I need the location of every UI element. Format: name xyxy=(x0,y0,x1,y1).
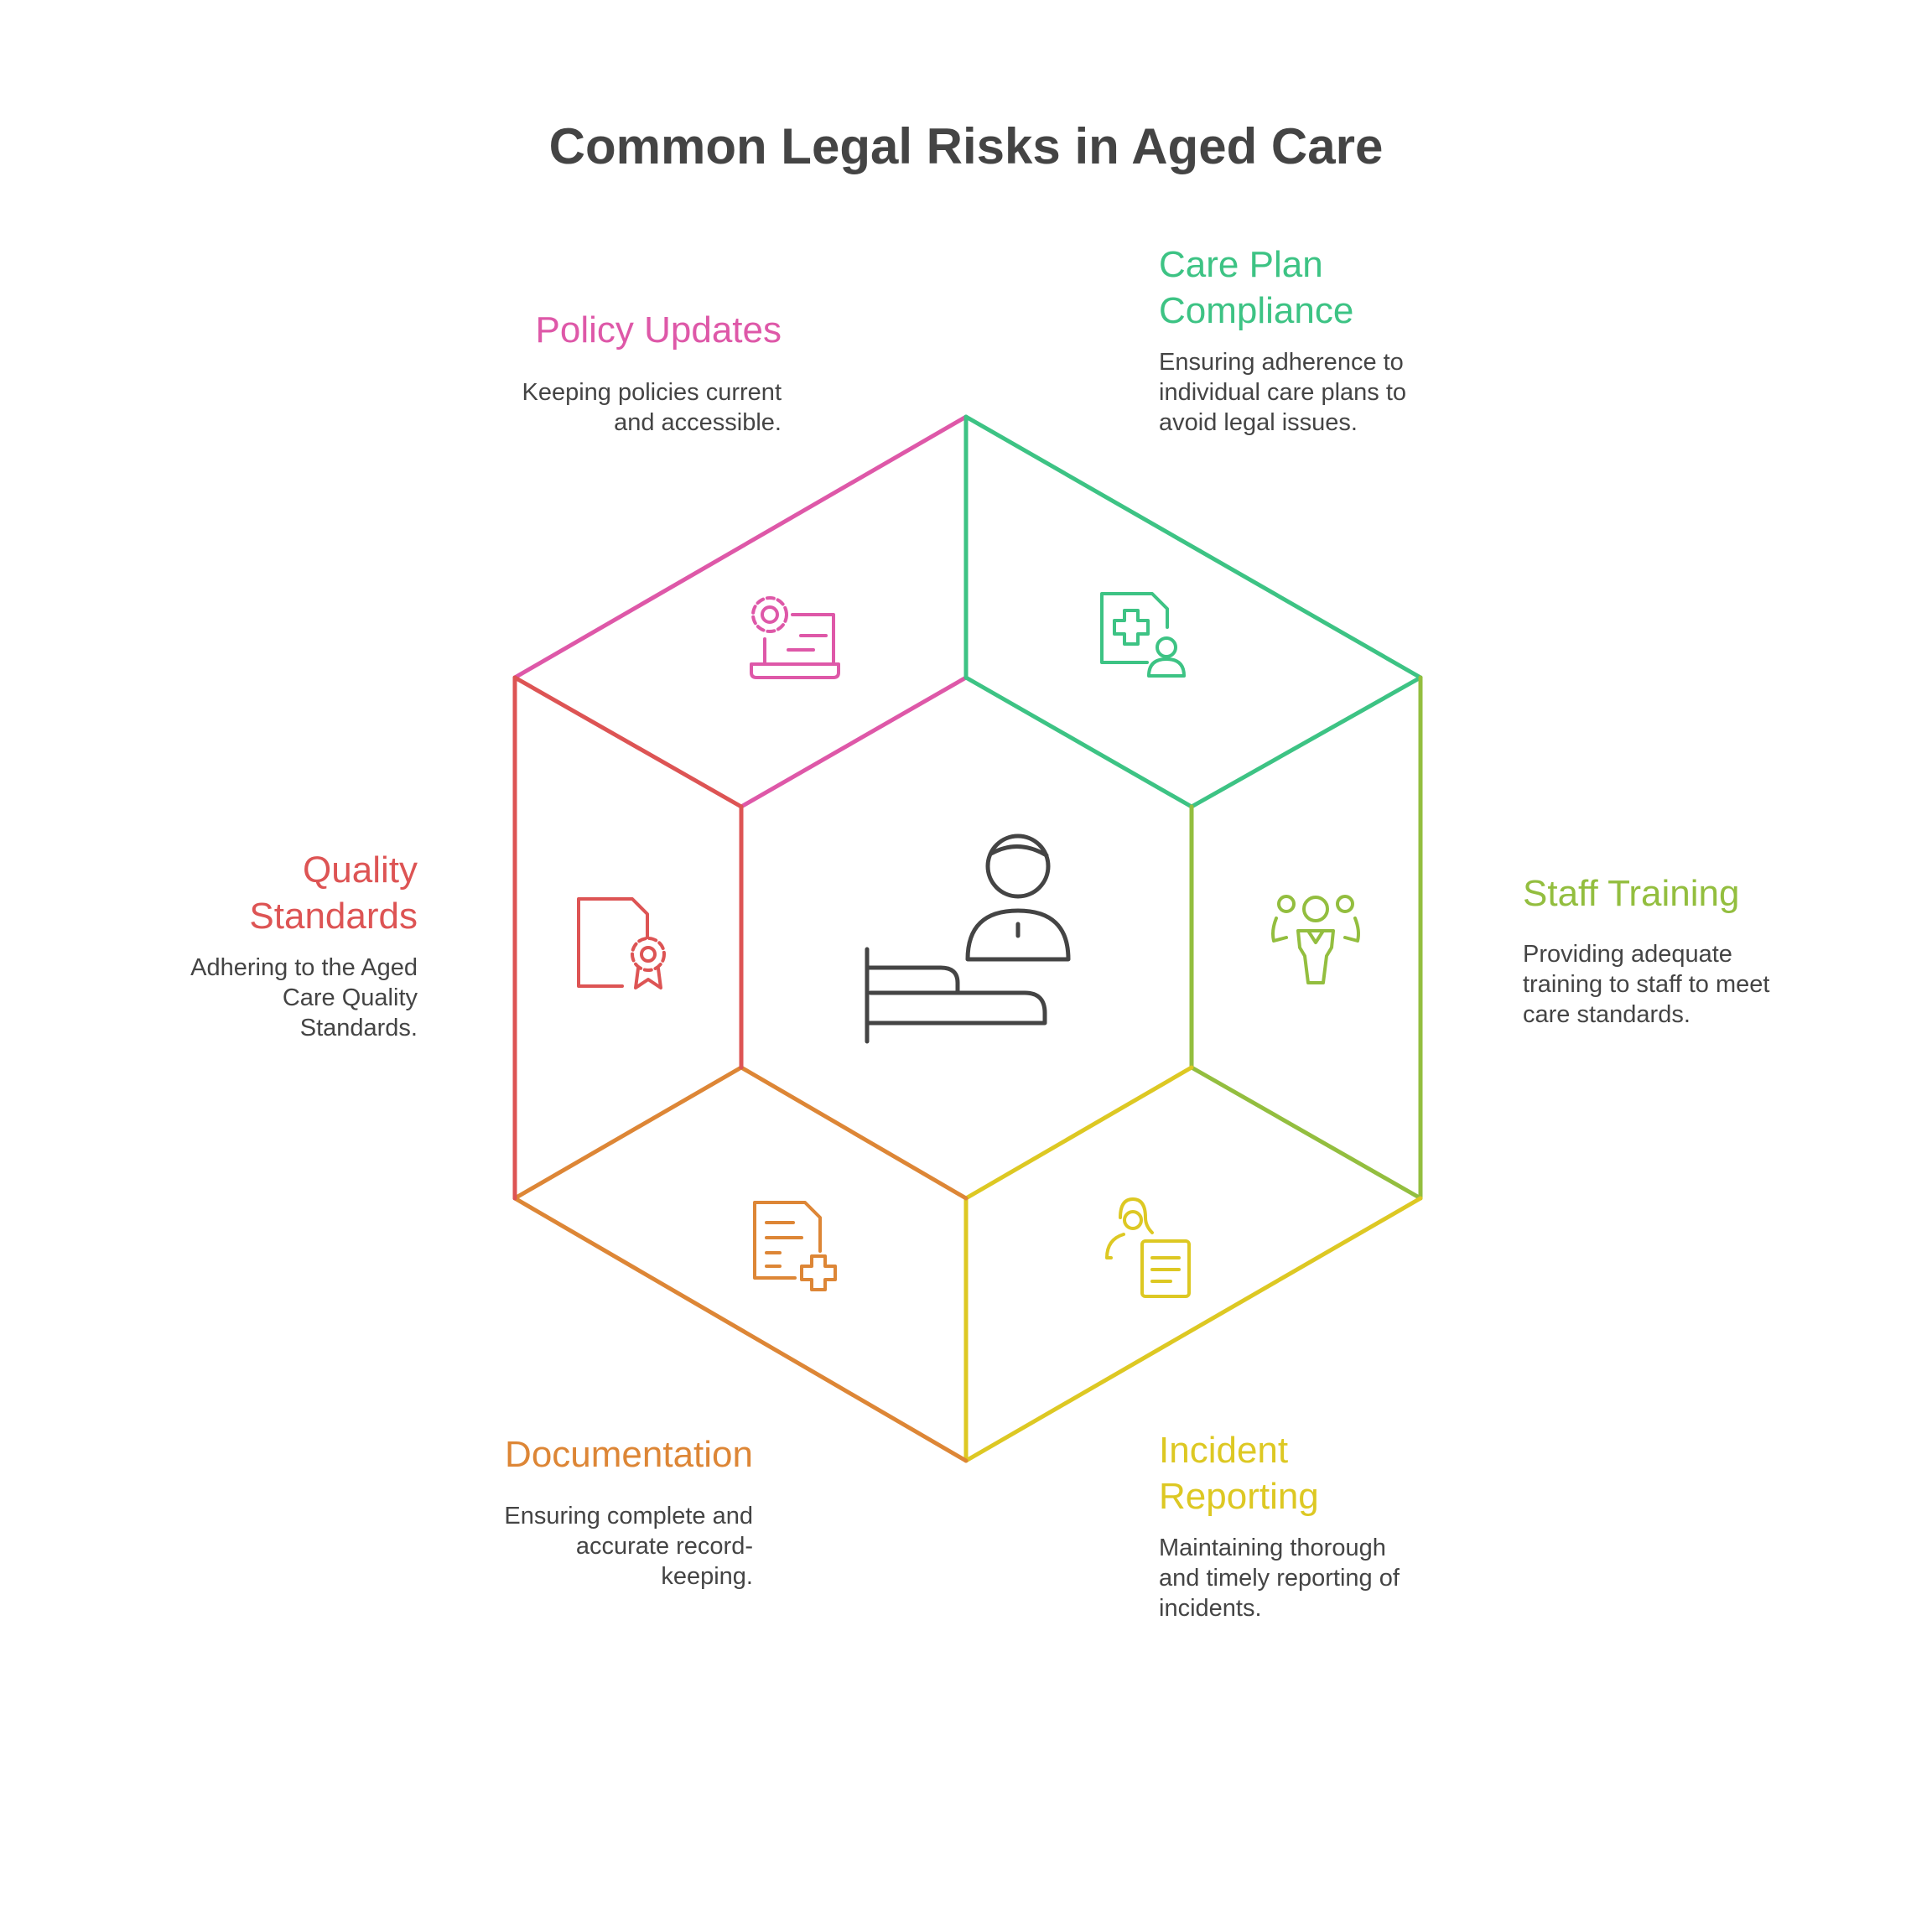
document-plus-icon xyxy=(753,1201,837,1291)
certificate-file-icon xyxy=(577,897,666,989)
policy-updates-description: Keeping policies current and accessible. xyxy=(522,379,782,436)
staff-segment-lines xyxy=(1189,675,1423,1201)
staff-group-icon xyxy=(1271,895,1360,984)
laptop-gear-icon xyxy=(750,596,840,679)
patient-bed-icon xyxy=(865,834,1071,1044)
medical-file-user-icon xyxy=(1100,592,1186,678)
staff-training-description: Providing adequate training to staff to … xyxy=(1523,941,1770,1028)
care-plan-compliance-description: Ensuring adherence to individual care pl… xyxy=(1159,349,1407,436)
quality-segment-lines xyxy=(512,675,744,1201)
care-plan-compliance-heading: Care Plan Compliance xyxy=(1159,244,1354,331)
care-segment-lines xyxy=(963,414,1423,809)
documentation-heading: Documentation xyxy=(505,1434,753,1475)
quality-standards-description: Adhering to the Aged Care Quality Standa… xyxy=(190,954,418,1041)
incident-segment-lines xyxy=(963,1065,1423,1463)
documentation-segment-lines xyxy=(512,1065,969,1463)
incident-reporting-heading: Incident Reporting xyxy=(1159,1430,1319,1517)
quality-standards-heading: Quality Standards xyxy=(249,849,418,937)
policy-updates-heading: Policy Updates xyxy=(535,309,782,351)
person-report-icon xyxy=(1105,1197,1191,1298)
staff-training-heading: Staff Training xyxy=(1523,873,1740,914)
documentation-description: Ensuring complete and accurate record-ke… xyxy=(504,1503,753,1590)
incident-reporting-description: Maintaining thorough and timely reportin… xyxy=(1159,1535,1400,1622)
policy-segment-lines xyxy=(512,414,969,809)
page-title: Common Legal Risks in Aged Care xyxy=(548,118,1384,174)
